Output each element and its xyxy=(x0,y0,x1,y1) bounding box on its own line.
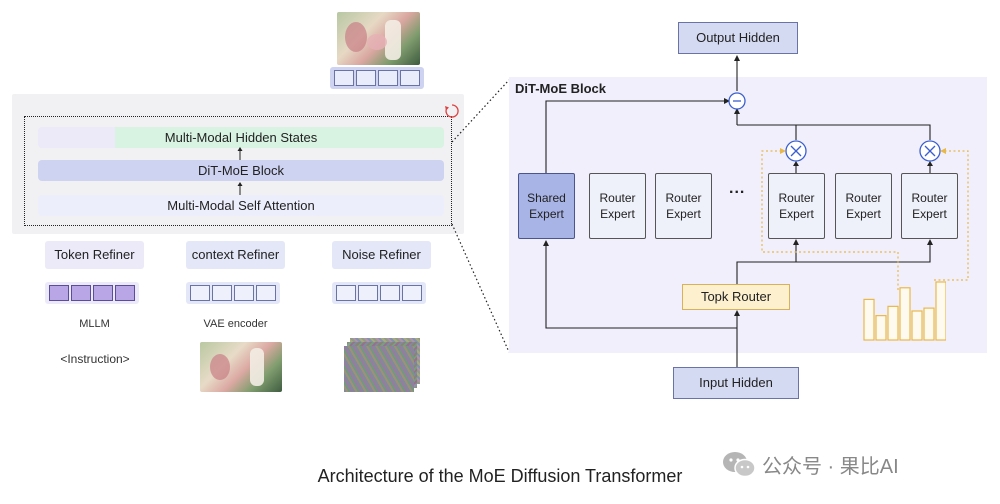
experts-ellipsis: ... xyxy=(729,180,746,197)
shared-expert: Shared Expert xyxy=(518,173,575,239)
router-expert-label: Router Expert xyxy=(911,191,948,221)
router-expert-label: Router Expert xyxy=(665,191,702,221)
router-expert-5: Router Expert xyxy=(901,173,958,239)
router-score-bar xyxy=(935,281,946,341)
wechat-watermark: 公众号 · 果比AI xyxy=(722,450,899,479)
dit-moe-title: DiT-MoE Block xyxy=(515,81,607,96)
hidden-states-bar xyxy=(38,127,444,148)
router-expert-3: Router Expert xyxy=(768,173,825,239)
output-tokens xyxy=(330,67,424,89)
mllm-label: MLLM xyxy=(79,318,110,330)
input-hidden: Input Hidden xyxy=(673,367,799,399)
router-score-bar xyxy=(875,315,887,341)
router-score-bar xyxy=(923,307,935,341)
router-score-bar xyxy=(887,305,899,341)
wechat-icon xyxy=(723,451,756,477)
noise-tokens xyxy=(332,282,426,304)
mllm-tokens xyxy=(45,282,139,304)
router-expert-2: Router Expert xyxy=(655,173,712,239)
noise-image-stack xyxy=(344,338,424,392)
router-score-bar xyxy=(899,287,911,341)
topk-router: Topk Router xyxy=(682,284,790,310)
figure-caption: Architecture of the MoE Diffusion Transf… xyxy=(317,466,683,486)
dit-block-outline xyxy=(24,116,452,226)
router-expert-4: Router Expert xyxy=(835,173,892,239)
noise-refiner: Noise Refiner xyxy=(332,241,431,269)
input-image xyxy=(200,342,282,392)
vae-encoder-label: VAE encoder xyxy=(203,318,268,330)
router-expert-1: Router Expert xyxy=(589,173,646,239)
watermark-text: 公众号 · 果比AI xyxy=(762,456,899,478)
vae-tokens xyxy=(186,282,280,304)
block-flow-arrows xyxy=(237,147,243,195)
output-hidden: Output Hidden xyxy=(678,22,798,54)
router-score-bars xyxy=(863,281,946,341)
context-refiner: context Refiner xyxy=(186,241,285,269)
output-image xyxy=(337,12,420,65)
token-refiner: Token Refiner xyxy=(45,241,144,269)
router-score-bar xyxy=(911,310,923,341)
router-expert-label: Router Expert xyxy=(778,191,815,221)
router-expert-label: Router Expert xyxy=(599,191,636,221)
hidden-states-label: Multi-Modal Hidden States xyxy=(164,129,318,145)
dit-moe-block: DiT-MoE Block xyxy=(38,160,444,181)
instruction-label: <Instruction> xyxy=(60,352,130,366)
self-attention-block: Multi-Modal Self Attention xyxy=(38,195,444,216)
router-score-bar xyxy=(863,298,875,341)
repeat-icon xyxy=(445,104,459,118)
router-expert-label: Router Expert xyxy=(845,191,882,221)
shared-expert-label: Shared Expert xyxy=(527,191,566,221)
